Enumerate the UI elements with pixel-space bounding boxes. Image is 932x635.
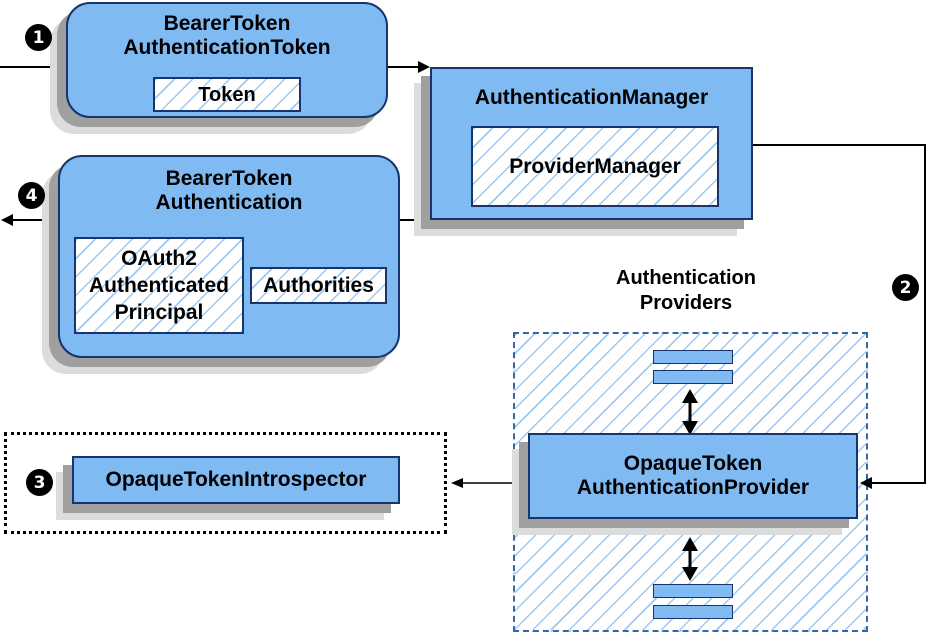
token-box: Token: [153, 77, 301, 112]
oauth2-authenticated-principal-box: OAuth2 Authenticated Principal: [74, 237, 244, 334]
provider-placeholder-bar: [653, 350, 733, 364]
step-1-badge: 1: [25, 24, 52, 51]
opaque-token-authentication-provider-box: OpaqueToken AuthenticationProvider: [528, 433, 858, 519]
bearer-token-authentication-token-box: BearerToken AuthenticationToken Token: [66, 2, 388, 118]
authentication-manager-title: AuthenticationManager: [474, 86, 709, 109]
authentication-providers-label: Authentication Providers: [616, 267, 756, 314]
opaque-token-introspector-box: OpaqueTokenIntrospector: [72, 456, 400, 504]
step-3-badge: 3: [26, 469, 53, 496]
arrow-token-to-manager: [388, 61, 430, 73]
provider-placeholder-bar: [653, 370, 733, 384]
step-2-badge: 2: [892, 274, 919, 301]
bearer-token-authentication-box: BearerToken Authentication OAuth2 Authen…: [58, 155, 400, 358]
introspector-container: [4, 432, 447, 534]
provider-placeholder-bar: [653, 605, 733, 619]
provider-placeholder-bar: [653, 584, 733, 598]
provider-manager-box: ProviderManager: [471, 126, 719, 207]
authorities-box: Authorities: [250, 267, 387, 304]
bearer-token-authentication-token-title: BearerToken AuthenticationToken: [123, 12, 331, 59]
bearer-token-authentication-title: BearerToken Authentication: [155, 167, 303, 214]
step-4-badge: 4: [18, 182, 45, 209]
arrow-authentication-out: [1, 214, 58, 226]
authentication-manager-box: AuthenticationManager ProviderManager: [430, 67, 753, 220]
